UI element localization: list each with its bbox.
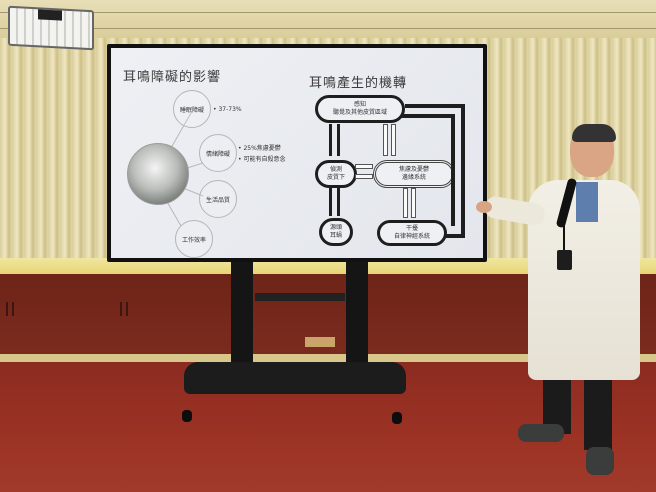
presenter-hand	[476, 201, 492, 213]
box-autonomic-system: 干擾 自律神經系統	[377, 220, 447, 246]
box-line1: 源頭	[329, 223, 342, 231]
box-line1: 焦慮及憂鬱	[398, 165, 429, 173]
stand-base	[184, 362, 406, 394]
wall-socket	[305, 337, 335, 347]
feedback-loop-line	[461, 104, 465, 238]
left-slide-title: 耳鳴障礙的影響	[123, 70, 222, 85]
stand-wheel	[182, 410, 192, 422]
node-label: 睡眠障礙	[179, 106, 204, 114]
stand-shelf	[255, 293, 345, 301]
ceiling	[0, 0, 656, 40]
arrow-up-icon	[329, 188, 332, 216]
arrow-down-icon	[337, 188, 340, 216]
box-line2: 皮質下	[326, 174, 345, 181]
ceiling-panel-line	[0, 28, 656, 29]
cabinet-handle	[6, 302, 8, 316]
box-line1: 偵測	[329, 165, 342, 173]
lanyard	[563, 215, 565, 251]
box-line2: 邊緣系統	[401, 174, 426, 181]
outline-arrow-down-icon	[391, 124, 396, 156]
slide: 耳鳴障礙的影響 睡眠障礙 • 37-73% 情緒障礙 • 25%焦慮憂鬱 • 可…	[111, 48, 483, 258]
box-detection: 偵測 皮質下	[315, 160, 357, 188]
box-cochlea: 源頭 耳蝸	[319, 218, 353, 246]
stand-post-right	[346, 262, 368, 372]
box-line2: 自律神經系統	[393, 233, 430, 240]
feedback-loop-line	[401, 114, 453, 118]
outline-arrow-up-icon	[411, 188, 416, 218]
box-perception: 感知 聽覺及其他皮質區域	[315, 95, 405, 123]
outline-arrow-up-icon	[383, 124, 388, 156]
presenter-shirt	[576, 182, 598, 222]
light-strip	[0, 258, 656, 274]
arrow-up-icon	[329, 124, 332, 156]
display-screen: 耳鳴障礙的影響 睡眠障礙 • 37-73% 情緒障礙 • 25%焦慮憂鬱 • 可…	[107, 44, 487, 262]
cabinet-handle	[120, 302, 122, 316]
node-quality-of-life: 生活品質	[199, 180, 237, 218]
arrow-left-icon	[405, 104, 461, 108]
arrow-down-icon	[451, 114, 455, 226]
node-work-efficiency: 工作效率	[175, 220, 213, 258]
ceiling-projector	[8, 5, 94, 51]
feedback-loop-line	[445, 234, 463, 238]
node-label: 情緒障礙	[205, 150, 230, 158]
projector-mount	[38, 9, 62, 21]
node-sleep: 睡眠障礙	[173, 90, 211, 128]
box-line1: 干擾	[405, 224, 418, 232]
presenter-leg	[543, 372, 571, 434]
ceiling-panel-line	[0, 12, 656, 13]
cabinet-handle	[12, 302, 14, 316]
presenter-shoe	[586, 447, 614, 475]
presenter-hair	[572, 124, 616, 142]
id-badge	[557, 250, 572, 270]
node-emotion: 情緒障礙	[199, 134, 237, 172]
box-limbic-system: 焦慮及憂鬱 邊緣系統	[373, 160, 455, 188]
arrow-down-icon	[337, 124, 340, 156]
box-line2: 耳蝸	[329, 232, 342, 239]
bullet-item: • 可能有自殺意念	[238, 156, 286, 163]
bullet-item: • 25%焦慮憂鬱	[238, 145, 281, 152]
outline-arrow-left-icon	[355, 174, 373, 179]
tinnitus-photo	[127, 143, 189, 205]
box-line1: 感知	[353, 100, 366, 108]
cabinet-handle	[126, 302, 128, 316]
outline-arrow-right-icon	[355, 164, 373, 169]
outline-arrow-down-icon	[403, 188, 408, 218]
bullet-item: • 37-73%	[213, 106, 242, 113]
node-label: 生活品質	[205, 196, 230, 204]
stand-post-left	[231, 262, 253, 372]
box-line2: 聽覺及其他皮質區域	[332, 109, 387, 116]
baseboard	[0, 354, 656, 362]
stand-wheel	[392, 412, 402, 424]
node-label: 工作效率	[181, 236, 206, 244]
right-slide-title: 耳鳴產生的機轉	[309, 76, 408, 91]
presenter-shoe	[518, 424, 564, 442]
presenter-leg	[584, 372, 612, 450]
